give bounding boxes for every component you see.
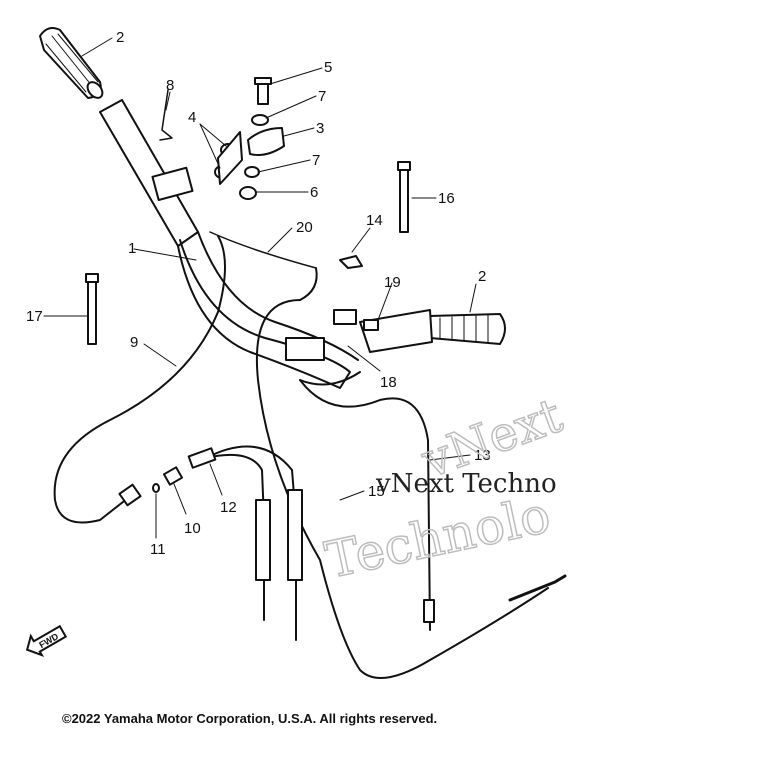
callout-3: 3 [316,120,324,137]
cable-20 [209,231,317,269]
part-14 [339,255,363,269]
fwd-arrow: FWD [25,624,68,658]
callout-12: 12 [220,499,237,516]
cable-13 [299,379,431,631]
callout-11: 11 [150,541,166,558]
cable-12 [187,445,303,641]
callout-18: 18 [380,374,397,391]
callout-14: 14 [366,212,383,229]
callout-9: 9 [130,334,138,351]
cable-9 [53,235,226,524]
callout-2-top: 2 [116,29,124,46]
watermark-line-3: Technolo [320,486,555,590]
adjuster-10 [162,466,184,486]
nut-11 [152,483,160,493]
copyright-notice: ©2022 Yamaha Motor Corporation, U.S.A. A… [62,711,438,726]
throttle-housing [285,309,357,361]
callout-5: 5 [324,59,332,76]
callout-16: 16 [438,190,455,207]
callout-7-bottom: 7 [312,152,320,169]
callout-20: 20 [296,219,313,236]
bolt-16 [397,161,411,233]
cable-15 [256,299,549,679]
leader-lines [43,37,477,539]
watermark-line-2: vNext Techno [375,469,557,499]
watermark: vNext vNext Techno Technolo [320,387,570,591]
bolt-17 [85,273,99,345]
right-grip [359,309,506,353]
handlebar [99,99,361,389]
callout-13: 13 [474,447,491,464]
part-19 [363,319,379,331]
callout-2-right: 2 [478,268,486,285]
callout-7-top: 7 [318,88,326,105]
callout-8: 8 [166,77,174,94]
callout-1: 1 [128,240,136,257]
callout-4: 4 [188,109,196,126]
clip [159,89,173,141]
callout-19: 19 [384,274,401,291]
clamp-assembly [214,77,285,200]
callout-labels: 2 5 8 7 4 3 7 6 16 14 20 1 2 19 17 9 18 … [26,29,491,558]
callout-15: 15 [368,483,385,500]
callout-6: 6 [310,184,318,201]
callout-10: 10 [184,520,201,537]
callout-17: 17 [26,308,43,325]
left-grip [39,27,104,99]
